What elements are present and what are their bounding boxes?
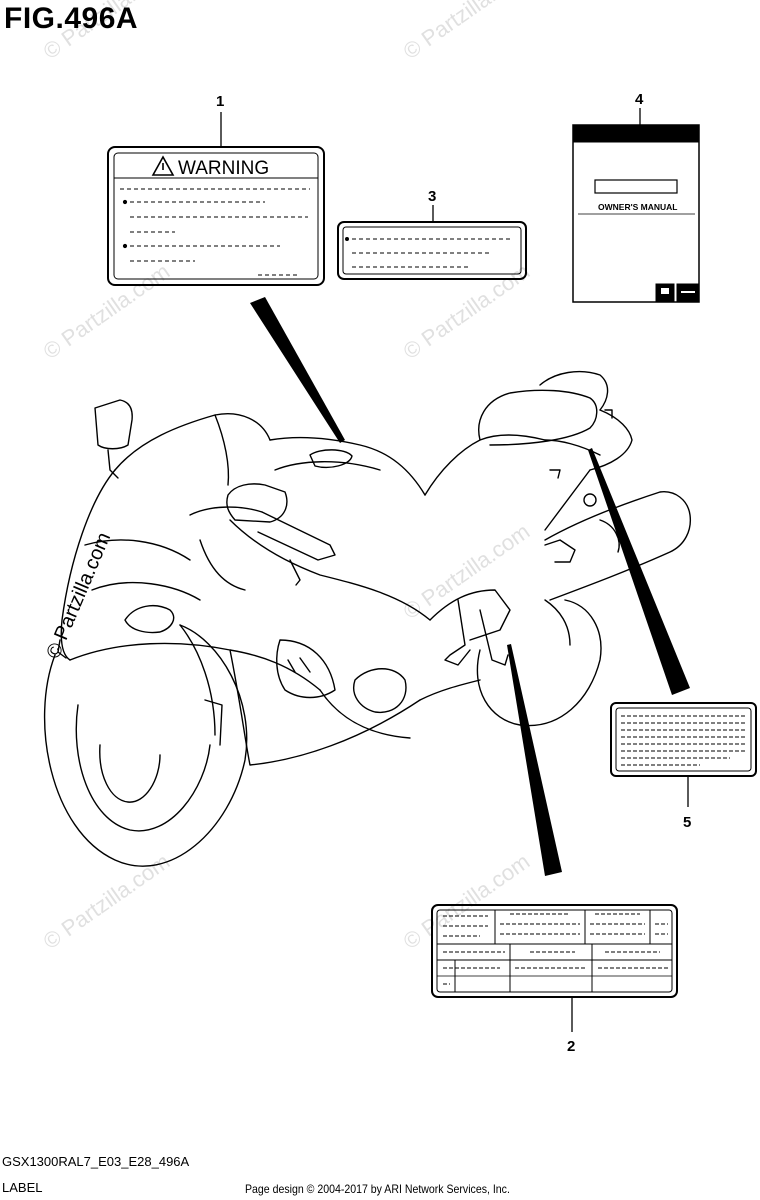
callout-2: 2 (567, 1038, 575, 1055)
watermark-layer: © Partzilla.com © Partzilla.com © Partzi… (39, 0, 535, 954)
watermark-fairing: © Partzilla.com (42, 529, 115, 662)
callout-5: 5 (683, 814, 691, 831)
section-label: LABEL (2, 1180, 43, 1195)
callout-1: 1 (216, 93, 224, 110)
watermark: © Partzilla.com (399, 519, 535, 625)
label-2 (431, 904, 678, 998)
motorcycle-outline (43, 370, 692, 867)
watermark: © Partzilla.com (39, 849, 175, 955)
label-5 (610, 702, 757, 777)
watermark: © Partzilla.com (399, 0, 535, 64)
callout-4: 4 (635, 91, 644, 108)
pointer-wedges (250, 297, 690, 876)
figure-title: FIG.496A (4, 2, 139, 35)
watermark: © Partzilla.com (399, 849, 535, 955)
label-3 (337, 221, 527, 280)
callout-leaders (220, 108, 689, 1032)
warning-heading: WARNING (178, 158, 269, 179)
manual-title: OWNER'S MANUAL (598, 202, 677, 212)
owners-manual-book (572, 124, 700, 303)
callout-3: 3 (428, 188, 436, 205)
copyright-notice: Page design © 2004-2017 by ARI Network S… (245, 1182, 510, 1196)
watermark: © Partzilla.com (39, 259, 175, 365)
label-1-warning (107, 146, 325, 286)
model-code: GSX1300RAL7_E03_E28_496A (2, 1154, 190, 1169)
